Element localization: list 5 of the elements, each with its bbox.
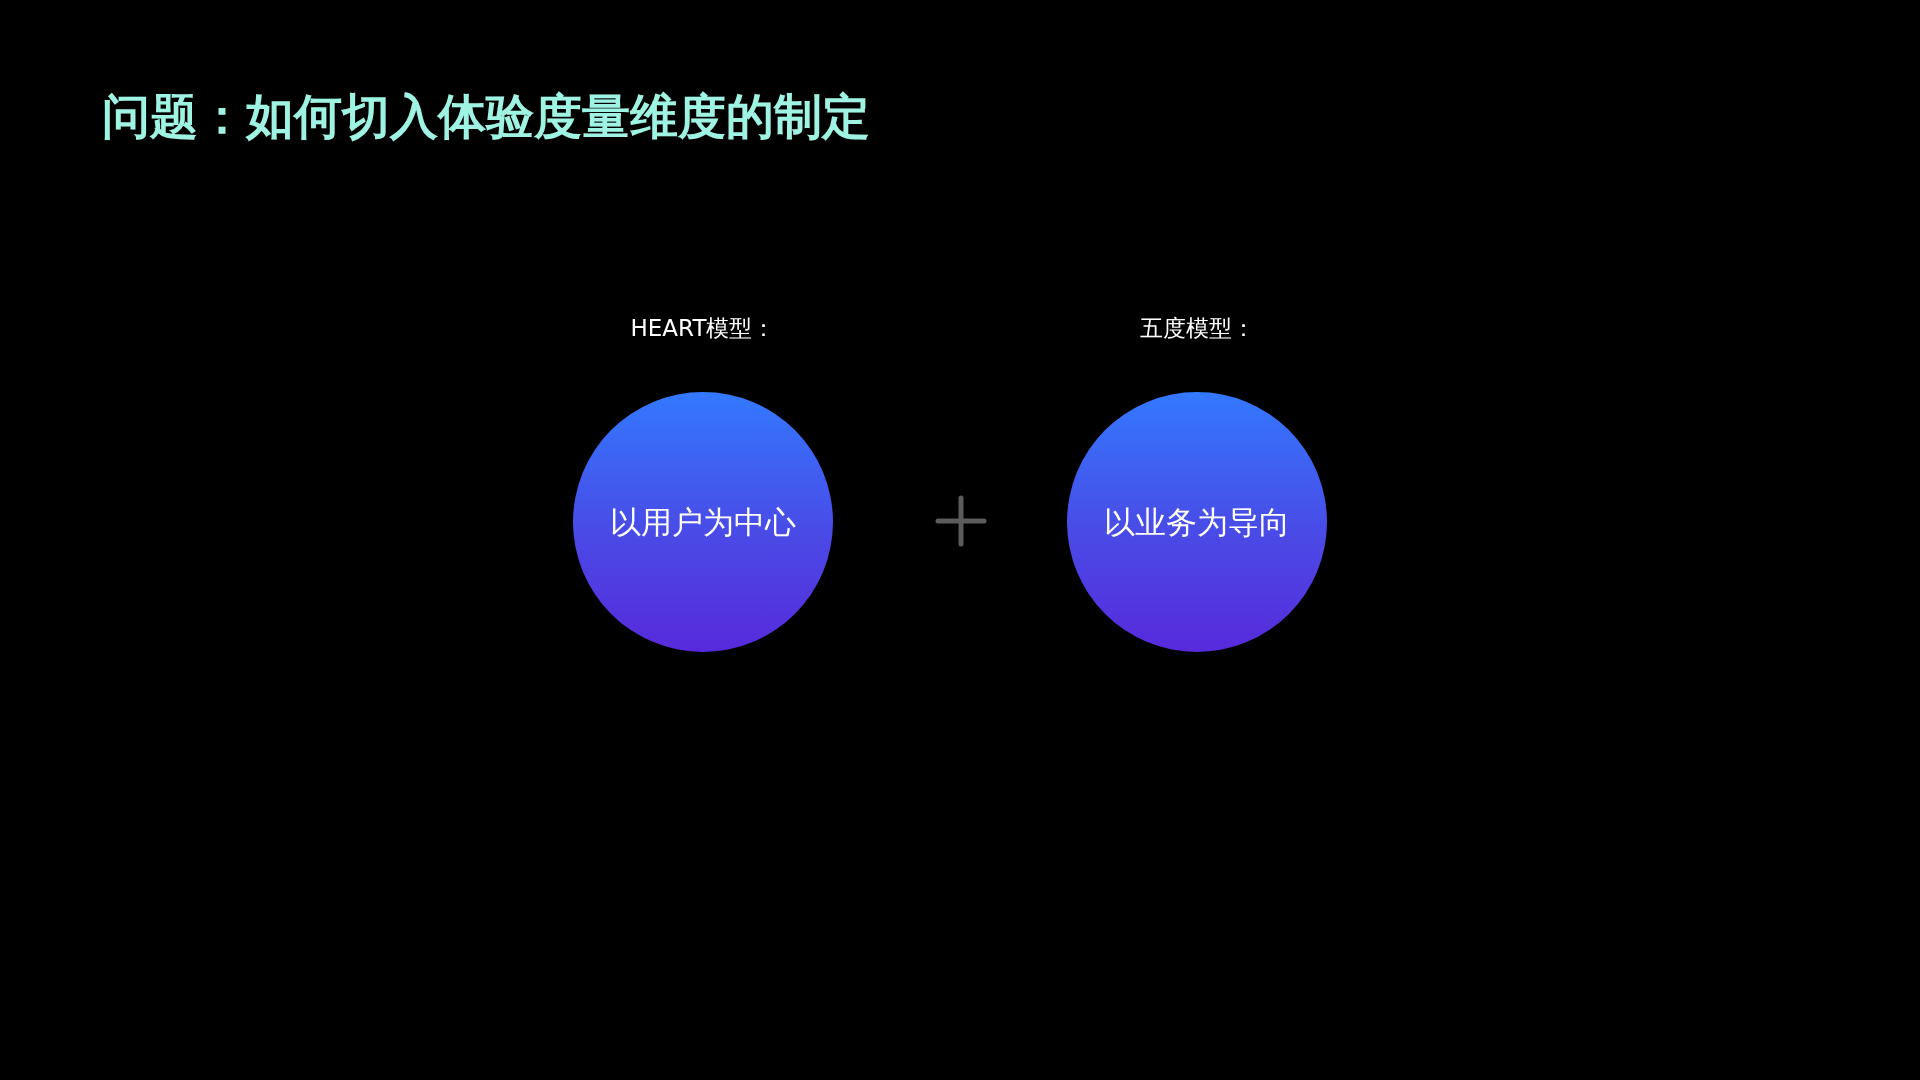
model-heading: HEART模型： — [630, 314, 776, 343]
slide-title: 问题：如何切入体验度量维度的制定 — [102, 87, 870, 146]
circle-label: 以用户为中心 — [610, 503, 796, 542]
circle-label: 以业务为导向 — [1104, 503, 1290, 542]
model-heading: 五度模型： — [1139, 314, 1255, 343]
